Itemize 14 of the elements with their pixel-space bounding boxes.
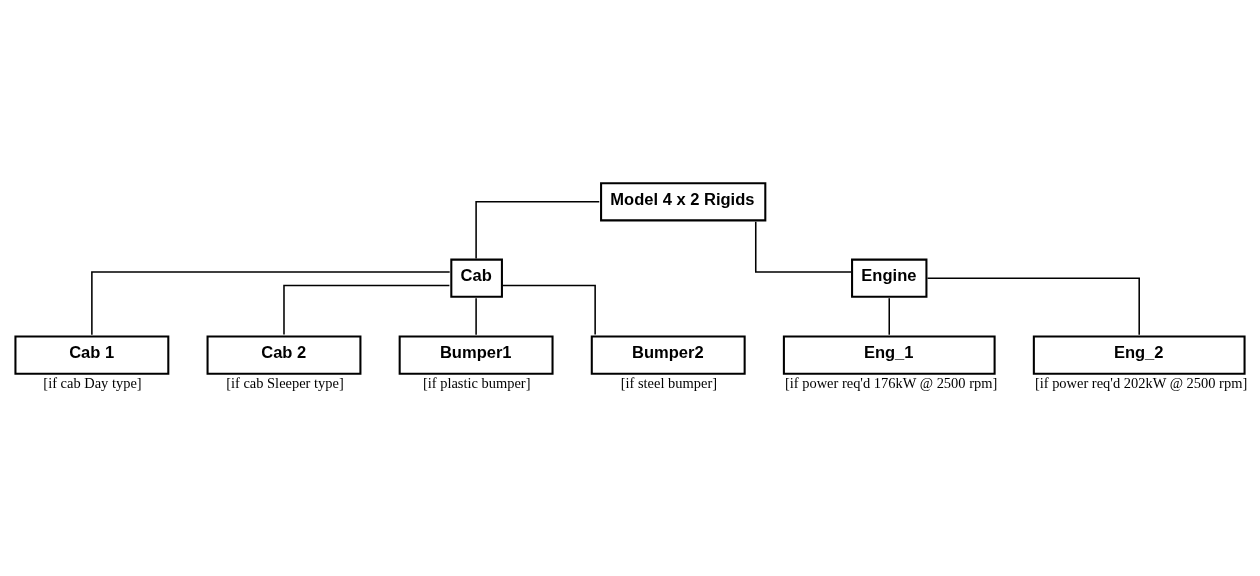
connector <box>475 297 477 336</box>
connector <box>926 277 1140 336</box>
node-label: [if power req'd 202kW @ 2500 rpm] <box>1034 375 1248 392</box>
connector <box>501 284 596 336</box>
node-label: [if cab Day type] <box>43 375 142 392</box>
node-label: [if cab Sleeper type] <box>226 375 344 392</box>
node-label: [if steel bumper] <box>620 375 718 392</box>
connector <box>283 284 451 336</box>
connector <box>888 297 891 336</box>
node-label: [if power req'd 176kW @ 2500 rpm] <box>784 375 998 392</box>
connector <box>91 271 451 336</box>
connector <box>754 220 852 273</box>
node-label: [if plastic bumper] <box>422 375 531 392</box>
connector <box>475 201 601 260</box>
